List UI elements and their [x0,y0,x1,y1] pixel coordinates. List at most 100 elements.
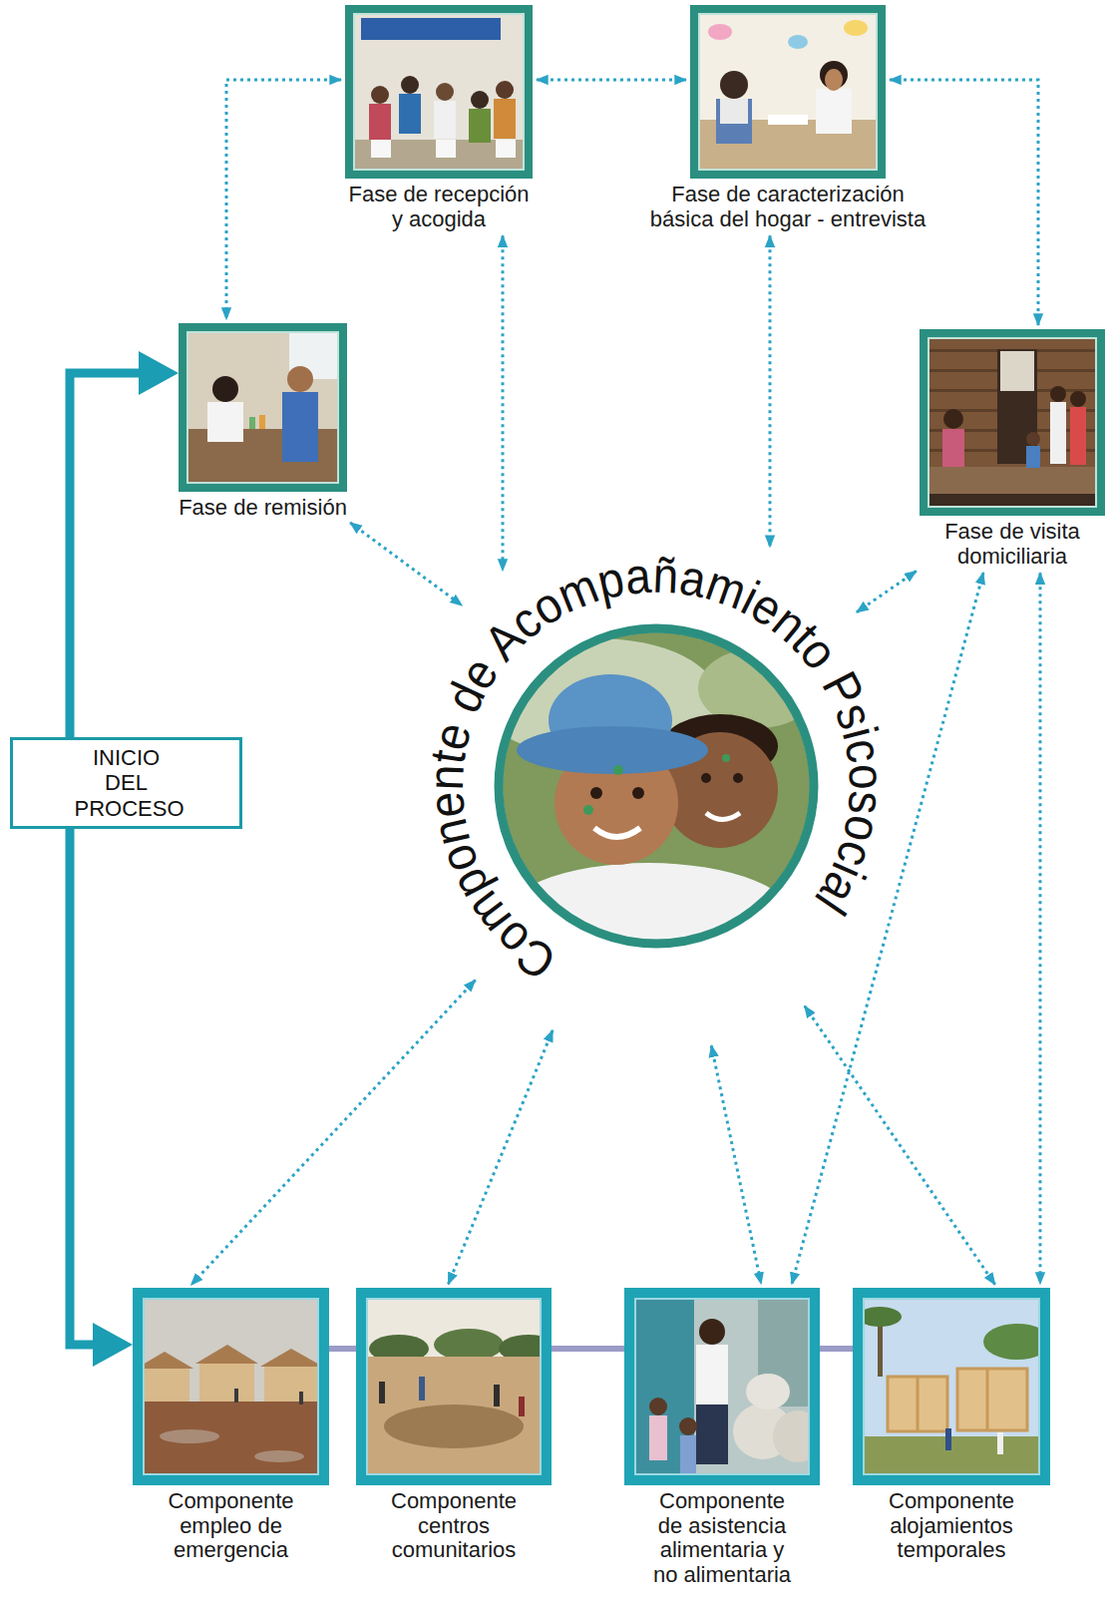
dotted-connector [804,1006,996,1285]
reception-photo-part [345,4,533,179]
dotted-connector [191,980,476,1286]
circle-ring [498,628,814,944]
community-centre-photo-part [378,1381,385,1404]
home-visit-photo-part [1070,406,1087,465]
temporary-shelter-photo-part [983,1323,1051,1360]
reception-photo-part [435,139,456,158]
dotted-connector [448,1030,554,1284]
community-centre-photo-part [383,1404,524,1449]
food-assistance-photo-part [699,1318,726,1345]
referral-photo-part [178,428,348,492]
reception-photo-part [370,139,391,158]
node-label: Componente de asistencia alimentaria y n… [647,1488,797,1588]
arc-text: Componente de Acompañamiento Psicosocial [417,547,896,992]
emergency-employment-photo-part [159,1429,220,1444]
emergency-employment-photo-part [132,1401,330,1485]
photo-frame [852,1287,1051,1485]
reception-photo-part [398,93,421,134]
referral-photo-part [282,391,319,462]
home-visit-photo-part [943,408,964,429]
community-centre-photo-part [356,1356,552,1485]
dotted-connector [711,1045,761,1284]
reception-photo-part [370,85,389,104]
temporary-shelter-photo-part [887,1376,948,1432]
emergency-employment-photo [132,1287,330,1485]
photo-frame [919,329,1106,516]
reception-photo-part [435,82,454,101]
interview-photo-part [767,114,808,125]
home-visit-photo-part [919,466,1106,494]
interview-photo-part [708,23,733,40]
interview-photo-part [824,68,843,91]
dotted-connector [501,235,505,571]
dotted-connector [768,235,772,547]
interview-photo-part [690,4,886,179]
dotted-connector [889,79,1039,326]
home-visit-photo-part [1070,390,1087,407]
home-visit-photo-part [1026,445,1041,468]
reception-photo-part [433,100,456,139]
component-box: Componente alojamientos temporales [852,1287,1051,1563]
children-photo-part [701,772,712,783]
emergency-employment-photo-part [132,1287,330,1485]
node-label: Componente empleo de emergencia [136,1488,327,1563]
children-photo-part [594,827,641,837]
emergency-employment-photo-part [234,1388,239,1403]
reception-photo-part [400,75,419,94]
circle-shape: Componente de Acompañamiento Psicosocial [394,524,918,1048]
food-assistance-photo-part [649,1415,668,1461]
interview-photo [690,4,886,179]
reception-photo-part [495,80,514,99]
children-photo-part [516,726,709,774]
temporary-shelter-photo-part [957,1368,1028,1431]
temporary-shelter-photo-part [986,1368,990,1431]
link-line [819,1345,853,1352]
photo-frame [178,323,348,492]
dotted-connector [226,79,342,320]
node-label: Componente alojamientos temporales [856,1488,1047,1563]
referral-photo-part [249,416,256,429]
interview-photo-part [720,98,748,124]
temporary-shelter-photo-part [945,1428,952,1451]
reception-photo-part [495,139,516,158]
photo-frame [690,4,886,179]
temporary-shelter-photo [852,1287,1051,1485]
temporary-shelter-photo-part [916,1376,920,1432]
reception-photo-part [493,98,516,139]
home-visit-photo-part [1050,401,1067,464]
node-label: Fase de visita domiciliaria [919,519,1106,569]
phase-box: Fase de remisión [178,323,348,521]
thick-arrow [69,372,149,738]
referral-photo-part [259,414,266,429]
phase-box: Fase de recepción y acogida [345,4,533,232]
food-assistance-photo-part [680,1435,697,1476]
interview-photo-part [843,19,868,36]
photo-frame [624,1287,820,1485]
emergency-employment-photo-part [135,1351,194,1369]
dotted-connector [856,571,917,613]
component-box: Componente centros comunitarios [356,1287,552,1563]
home-visit-photo-part [942,428,965,467]
referral-photo-part [287,366,314,392]
home-visit-photo-part [1026,431,1041,446]
community-centre-photo-part [433,1328,504,1361]
food-assistance-photo-part [696,1404,729,1465]
food-assistance-photo-part [696,1344,729,1405]
node-label: Fase de recepción y acogida [344,182,534,232]
phase-box: Fase de visita domiciliaria [919,329,1106,569]
food-assistance-photo [624,1287,820,1485]
box-content: INICIO DEL PROCESO [12,744,240,821]
referral-photo-part [212,375,239,402]
temporary-shelter-photo-part [997,1432,1004,1455]
interview-photo-part [787,34,808,49]
photo-frame [132,1287,330,1485]
food-assistance-photo-part [649,1397,668,1416]
children-photo-part [613,764,624,775]
interview-photo-part [716,98,752,144]
community-centre-photo-part [493,1384,500,1407]
thick-arrow [69,828,103,1345]
start-box: INICIO DEL PROCESO [9,737,243,829]
emergency-employment-photo-part [195,1344,259,1364]
